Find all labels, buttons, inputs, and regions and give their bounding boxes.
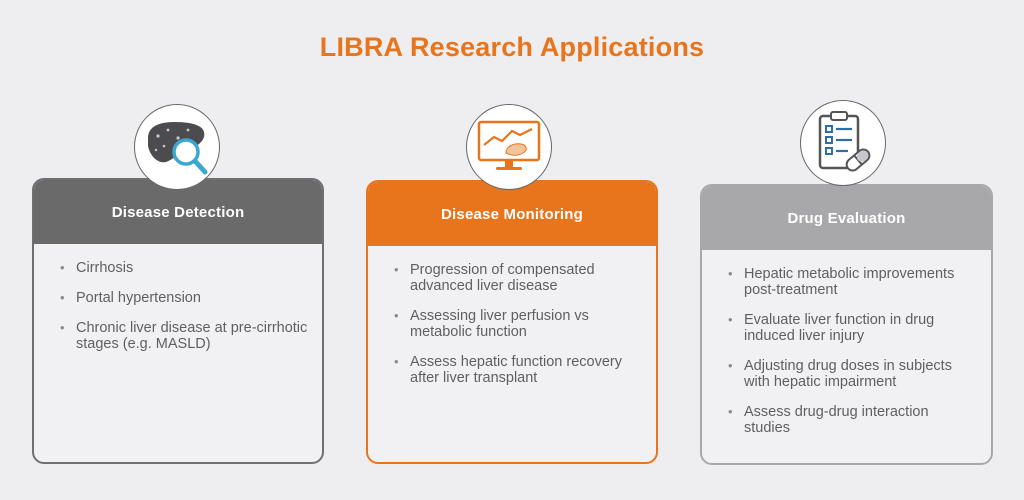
list-item: Hepatic metabolic improvements post-trea…: [728, 266, 977, 298]
list-item: Assess hepatic function recovery after l…: [394, 354, 642, 386]
liver-magnifier-icon: [134, 104, 220, 190]
drug-evaluation-title: Drug Evaluation: [787, 209, 906, 227]
disease-monitoring-header: Disease Monitoring: [368, 182, 656, 246]
list-item: Progression of compensated advanced live…: [394, 262, 642, 294]
disease-detection-title: Disease Detection: [111, 203, 245, 221]
list-item: Adjusting drug doses in subjects with he…: [728, 358, 977, 390]
disease-monitoring-list: Progression of compensated advanced live…: [368, 246, 656, 386]
disease-detection-list: Cirrhosis Portal hypertension Chronic li…: [34, 244, 322, 352]
disease-monitoring-title: Disease Monitoring: [441, 205, 583, 223]
list-item: Evaluate liver function in drug induced …: [728, 312, 977, 344]
drug-evaluation-list: Hepatic metabolic improvements post-trea…: [702, 250, 991, 436]
drug-evaluation-header: Drug Evaluation: [702, 186, 991, 250]
disease-detection-header: Disease Detection: [34, 180, 322, 244]
list-item: Assessing liver perfusion vs metabolic f…: [394, 308, 642, 340]
clipboard-pill-icon: [800, 100, 886, 186]
drug-evaluation-card: Drug Evaluation Hepatic metabolic improv…: [700, 184, 993, 465]
monitor-chart-liver-icon: [466, 104, 552, 190]
page-title: LIBRA Research Applications: [319, 32, 705, 62]
disease-monitoring-card: Disease Monitoring Progression of compen…: [366, 180, 658, 464]
list-item: Assess drug-drug interaction studies: [728, 404, 977, 436]
list-item: Cirrhosis: [60, 260, 308, 276]
list-item: Portal hypertension: [60, 290, 308, 306]
disease-detection-card: Disease Detection Cirrhosis Portal hyper…: [32, 178, 324, 464]
list-item: Chronic liver disease at pre-cirrhotic s…: [60, 320, 308, 352]
